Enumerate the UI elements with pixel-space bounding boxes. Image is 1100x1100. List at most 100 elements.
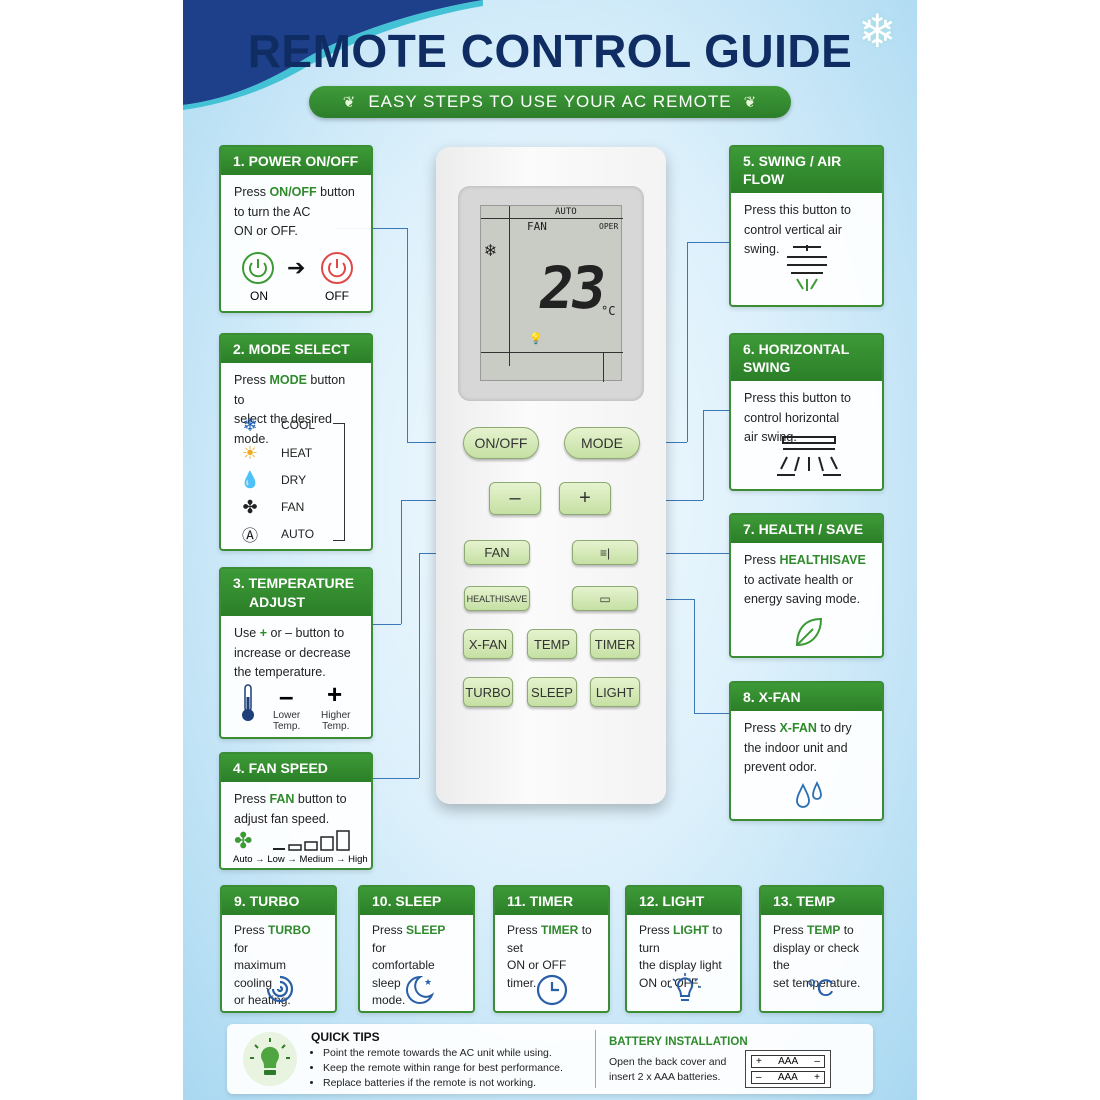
auto-icon: Ⓐ xyxy=(241,528,258,545)
card-text: Use + or – button to increase or decreas… xyxy=(234,626,351,679)
mode-dry: 💧DRY xyxy=(237,469,306,491)
mode-heat: ☀HEAT xyxy=(237,442,312,464)
connector-line xyxy=(401,500,402,624)
lcd-unit: °C xyxy=(601,304,616,318)
connector-line xyxy=(640,553,729,554)
card-title: 7. HEALTH / SAVE xyxy=(731,515,882,543)
lcd-screen: AUTO FAN OPER ❄ 23 °C 💡 xyxy=(480,205,623,382)
connector-line xyxy=(703,410,704,500)
card-mode: 2. MODE SELECT Press MODE button to sele… xyxy=(219,333,373,551)
mode-button[interactable]: MODE xyxy=(564,427,640,459)
connector-line xyxy=(687,242,688,442)
turbo-icon xyxy=(266,975,294,1003)
card-title: 6. HORIZONTAL SWING xyxy=(731,335,882,381)
power-on-icon xyxy=(242,252,274,284)
temp-button[interactable]: TEMP xyxy=(527,629,577,659)
tip-item: Keep the remote within range for best pe… xyxy=(323,1061,563,1076)
minus-button[interactable]: – xyxy=(489,482,541,515)
plus-button[interactable]: + xyxy=(559,482,611,515)
card-text: Press MODE button to select the desired … xyxy=(234,373,346,446)
card-horizontal-swing: 6. HORIZONTAL SWING Press this button to… xyxy=(729,333,884,491)
plus-icon: + xyxy=(327,679,343,709)
arrow-icon: ➔ xyxy=(287,255,306,280)
turbo-button[interactable]: TURBO xyxy=(463,677,513,707)
lcd-frame: AUTO FAN OPER ❄ 23 °C 💡 xyxy=(458,186,644,401)
snowflake-icon: ❄ xyxy=(242,414,258,435)
card-title: 4. FAN SPEED xyxy=(221,754,371,782)
swing-button[interactable]: ≡| xyxy=(572,540,638,565)
mode-bracket xyxy=(333,423,345,541)
healthisave-button[interactable]: HEALTHISAVE xyxy=(464,586,530,611)
card-title: 12. LIGHT xyxy=(627,887,740,915)
connector-line xyxy=(703,410,729,411)
guide-poster: ❄ REMOTE CONTROL GUIDE ❦ EASY STEPS TO U… xyxy=(183,0,917,1100)
tips-title: QUICK TIPS xyxy=(311,1030,380,1044)
fan-icon: ✤ xyxy=(242,496,258,517)
mode-fan: ✤FAN xyxy=(237,496,304,518)
page-title: REMOTE CONTROL GUIDE xyxy=(247,25,853,77)
sun-icon: ☀ xyxy=(241,442,259,463)
svg-text:★: ★ xyxy=(424,977,432,987)
card-title: 8. X-FAN xyxy=(731,683,882,711)
card-swing: 5. SWING / AIR FLOW Press this button to… xyxy=(729,145,884,307)
light-button[interactable]: LIGHT xyxy=(590,677,640,707)
timer-button[interactable]: TIMER xyxy=(590,629,640,659)
card-power: 1. POWER ON/OFF Press ON/OFF button to t… xyxy=(219,145,373,313)
card-title: 11. TIMER xyxy=(495,887,608,915)
lcd-temperature: 23 xyxy=(534,254,608,322)
ac-remote: AUTO FAN OPER ❄ 23 °C 💡 ON/OFF MODE – + … xyxy=(436,147,666,804)
droplet-icon: 💧 xyxy=(240,472,260,489)
card-text: Press FAN button to adjust fan speed. xyxy=(234,792,347,826)
onoff-button[interactable]: ON/OFF xyxy=(463,427,539,459)
leaf-icon xyxy=(795,617,823,647)
decorative-wave xyxy=(183,0,483,110)
card-text: Press ON/OFF button to turn the AC ON or… xyxy=(234,185,355,238)
bulb-icon xyxy=(669,973,701,1001)
connector-line xyxy=(419,553,420,778)
speed-bars-icon xyxy=(273,830,350,851)
fan-speed-icon: ✤ xyxy=(234,828,253,853)
tip-item: Replace batteries if the remote is not w… xyxy=(323,1076,563,1091)
vertical-swing-icon: ≡| xyxy=(599,545,611,560)
card-xfan: 8. X-FAN Press X-FAN to dry the indoor u… xyxy=(729,681,884,821)
card-title: 9. TURBO xyxy=(222,887,335,915)
fan-button[interactable]: FAN xyxy=(464,540,530,565)
quick-tips-panel: QUICK TIPS Point the remote towards the … xyxy=(227,1024,873,1094)
lcd-oper-label: OPER xyxy=(599,222,619,231)
off-label: OFF xyxy=(325,289,349,303)
tips-list: Point the remote towards the AC unit whi… xyxy=(323,1046,563,1091)
tips-divider xyxy=(595,1030,596,1088)
droplets-icon xyxy=(796,781,822,808)
on-label: ON xyxy=(250,289,268,303)
lcd-snowflake-icon: ❄ xyxy=(485,240,496,261)
horizontal-swing-button[interactable]: ▭ xyxy=(572,586,638,611)
tip-item: Point the remote towards the AC unit whi… xyxy=(323,1046,563,1061)
mode-cool: ❄COOL xyxy=(237,414,315,436)
vertical-swing-icon xyxy=(787,245,827,291)
xfan-button[interactable]: X-FAN xyxy=(463,629,513,659)
horizontal-swing-icon xyxy=(777,436,841,476)
power-off-icon xyxy=(321,252,353,284)
lcd-fan-label: FAN xyxy=(527,220,547,233)
sleep-button[interactable]: SLEEP xyxy=(527,677,577,707)
subtitle-banner: ❦ EASY STEPS TO USE YOUR AC REMOTE ❦ xyxy=(309,86,791,118)
card-title: 2. MODE SELECT xyxy=(221,335,371,363)
connector-line xyxy=(694,599,695,713)
connector-line xyxy=(687,242,729,243)
battery-icon: +AAA– –AAA+ xyxy=(745,1050,831,1088)
lcd-bulb-icon: 💡 xyxy=(529,332,543,345)
leaf-icon: ❦ xyxy=(743,94,758,111)
subtitle-text: EASY STEPS TO USE YOUR AC REMOTE xyxy=(368,92,732,111)
